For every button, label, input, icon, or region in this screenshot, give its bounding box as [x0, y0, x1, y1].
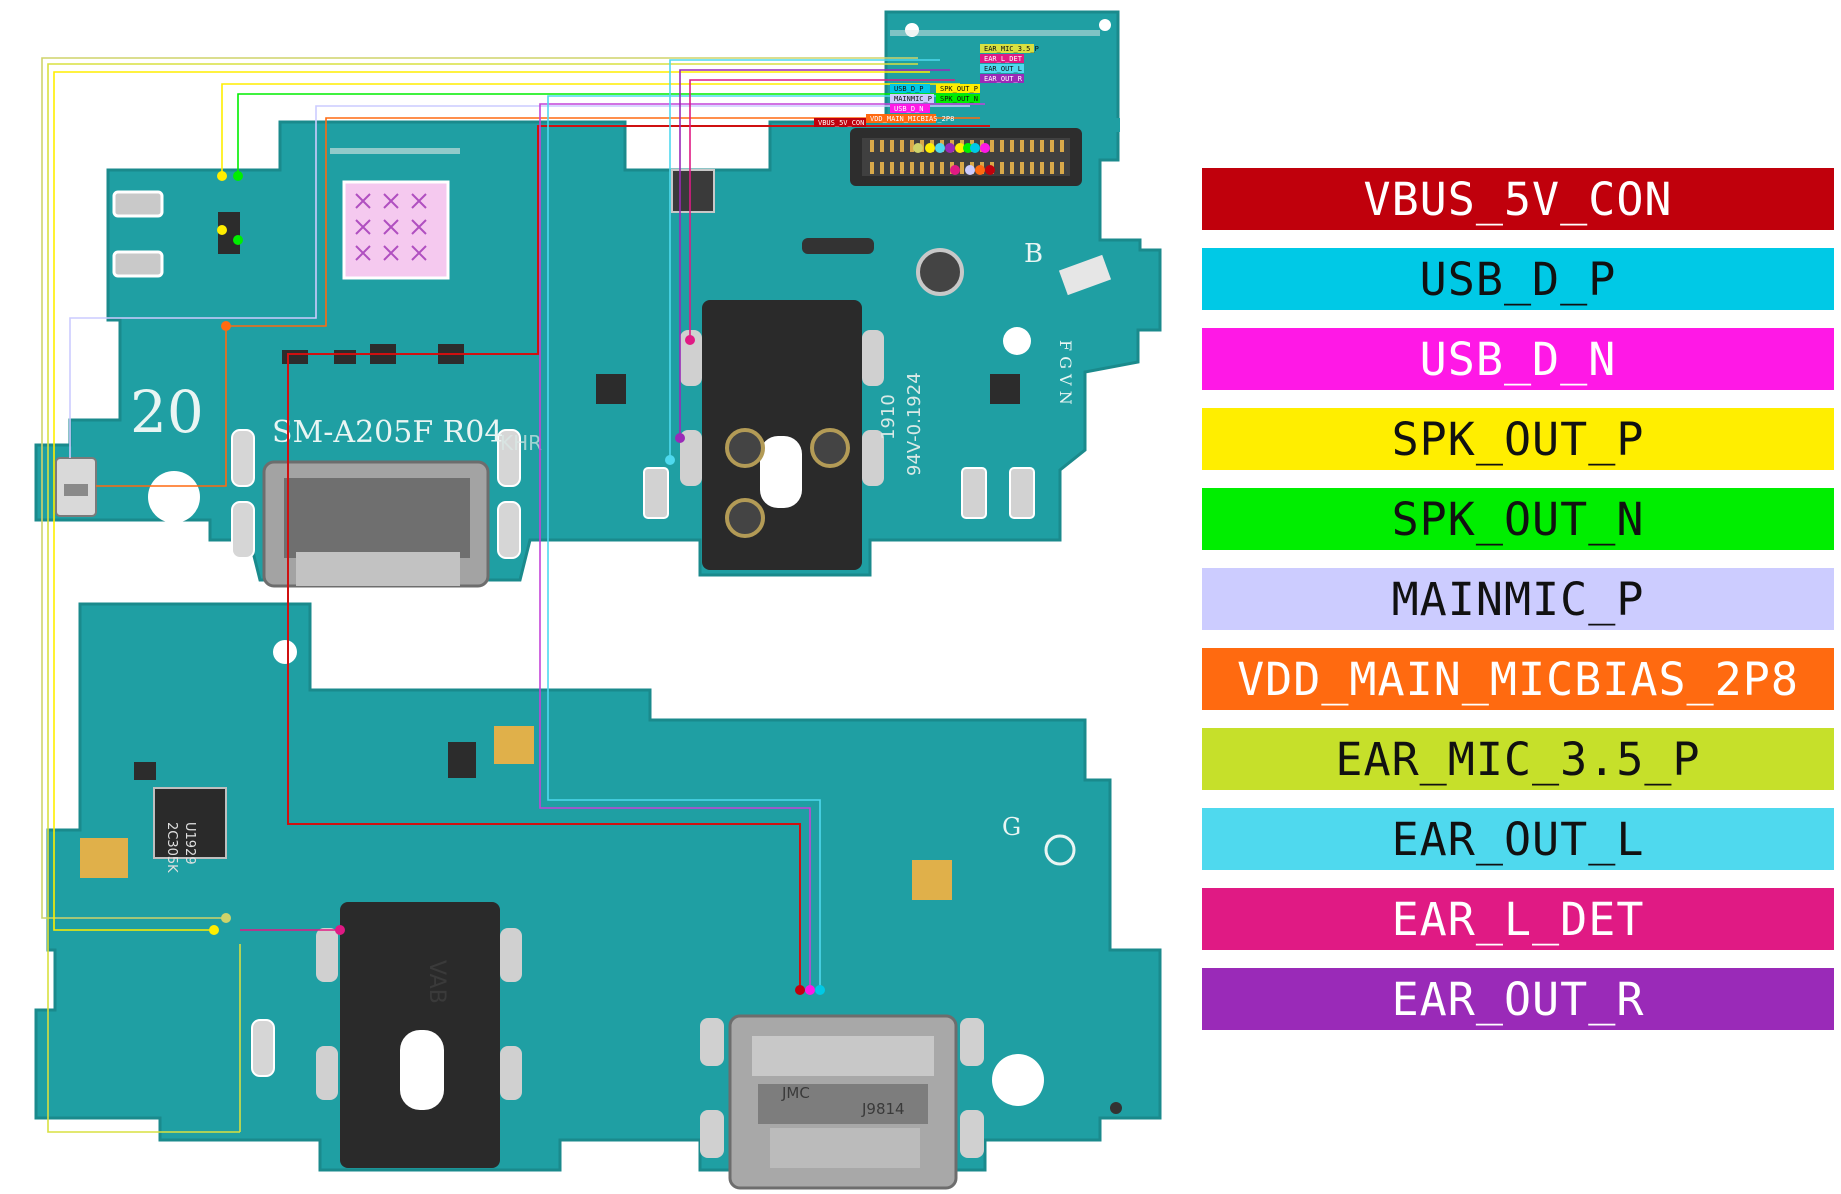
net-tags: EAR_MIC_3.5_P EAR_L_DET EAR_OUT_L EAR_OU… [814, 44, 1039, 127]
trace-spk-p [221, 83, 960, 176]
trace-ear-det [689, 79, 955, 340]
legend-label: SPK_OUT_N [1391, 492, 1645, 546]
trace-vdd [226, 117, 980, 327]
legend-label: USB_D_P [1419, 252, 1617, 306]
tag-vbus: VBUS_5V_CON [818, 119, 864, 127]
trace-vdd-mic [96, 326, 227, 487]
micro-usb-connector [262, 460, 490, 588]
legend-usb-d-p: USB_D_P [1202, 248, 1834, 310]
legend-usb-d-n: USB_D_N [1202, 328, 1834, 390]
trace-mainmic [69, 105, 970, 458]
mount-hole [1110, 1102, 1122, 1114]
gold-pad [80, 838, 128, 878]
legend-ear-out-r: EAR_OUT_R [1202, 968, 1834, 1030]
net-traces [41, 57, 990, 1133]
mount-hole [1099, 19, 1111, 31]
board-to-board-connector [850, 128, 1082, 186]
legend-ear-mic: EAR_MIC_3.5_P [1202, 728, 1834, 790]
legend-mainmic-p: MAINMIC_P [1202, 568, 1834, 630]
silk-20: 20 [130, 378, 204, 446]
silk-khr: KHR [500, 431, 542, 455]
legend-label: VDD_MAIN_MICBIAS_2P8 [1237, 652, 1799, 706]
legend-label: EAR_OUT_L [1391, 812, 1645, 866]
audio-jack-bottom: VAB [316, 902, 522, 1168]
silk-date2: 94V-0.1924 [904, 372, 925, 476]
legend-label: USB_D_N [1419, 332, 1617, 386]
connector-pins [209, 143, 995, 995]
silk-b: B [1024, 239, 1043, 269]
jack2-silk: VAB [424, 960, 449, 1004]
silk-fgvn: F G V N [1056, 340, 1075, 405]
legend-label: EAR_MIC_3.5_P [1335, 732, 1701, 786]
trace-spk-n [237, 93, 968, 176]
codec-chip [153, 787, 227, 859]
chip-silk-1: 2C305K [164, 822, 179, 873]
legend-label: EAR_L_DET [1391, 892, 1645, 946]
speaker-pad [112, 250, 164, 278]
gold-pad [494, 726, 534, 764]
legend-spk-out-n: SPK_OUT_N [1202, 488, 1834, 550]
gold-pad [912, 860, 952, 900]
tag-usb-p: USB_D_P [894, 85, 924, 93]
bottom-board: 2C305K U1929 VAB JMC J9814 G [34, 602, 1162, 1190]
tag-ear-l: EAR_OUT_L [984, 65, 1022, 73]
legend-vdd-main-micbias: VDD_MAIN_MICBIAS_2P8 [1202, 648, 1834, 710]
usb-c-connector: JMC J9814 [700, 1014, 984, 1190]
top-board: 20 SM-A205F R04 B F G V N KHR 1910 94V-0… [34, 10, 1162, 588]
speaker-pad [112, 190, 164, 218]
trace-ear-mic [41, 57, 918, 919]
tag-mainmic: MAINMIC_P [894, 95, 932, 103]
mount-hole [148, 471, 200, 523]
tag-ear-r: EAR_OUT_R [984, 75, 1023, 83]
mount-hole [992, 1054, 1044, 1106]
legend-label: MAINMIC_P [1391, 572, 1645, 626]
tag-spk-p: SPK_OUT_P [940, 85, 978, 93]
trace-vbus [287, 125, 990, 990]
chip-silk-2: U1929 [182, 822, 197, 865]
trace-ear-mic-2 [47, 63, 918, 1133]
tag-usb-n: USB_D_N [894, 105, 924, 113]
mount-hole [273, 640, 297, 664]
legend-label: EAR_OUT_R [1391, 972, 1645, 1026]
audio-jack-top [680, 300, 884, 570]
usb-silk-2: J9814 [861, 1100, 905, 1118]
usb-silk-1: JMC [781, 1084, 810, 1102]
tag-ear-mic: EAR_MIC_3.5_P [984, 45, 1039, 53]
legend-vbus-5v-con: VBUS_5V_CON [1202, 168, 1834, 230]
trace-ear-r [679, 69, 950, 438]
tag-vdd: VDD_MAIN_MICBIAS_2P8 [870, 115, 954, 123]
legend-spk-out-p: SPK_OUT_P [1202, 408, 1834, 470]
top-board-outline [34, 10, 1162, 582]
trace-ear-l [669, 59, 940, 460]
mount-hole [1003, 327, 1031, 355]
tag-spk-n: SPK_OUT_N [940, 95, 978, 103]
legend-label: SPK_OUT_P [1391, 412, 1645, 466]
bottom-board-outline [34, 602, 1162, 1172]
trace-spk-p-loop [53, 71, 930, 931]
tag-ear-det: EAR_L_DET [984, 55, 1023, 63]
silk-g: G [1002, 813, 1021, 841]
silk-model: SM-A205F R04 [272, 415, 503, 450]
silk-date1: 1910 [878, 394, 899, 440]
legend-ear-l-det: EAR_L_DET [1202, 888, 1834, 950]
legend-ear-out-l: EAR_OUT_L [1202, 808, 1834, 870]
legend-label: VBUS_5V_CON [1363, 172, 1673, 226]
trace-usb-n [539, 103, 985, 990]
